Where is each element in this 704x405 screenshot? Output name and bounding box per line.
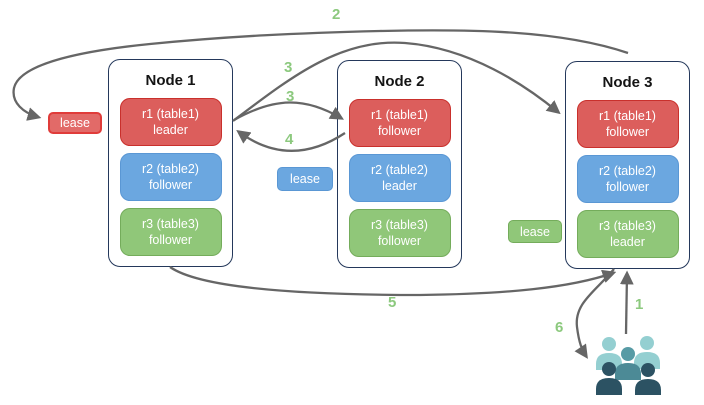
- node-2-replica-r1: r1 (table1) follower: [348, 99, 451, 147]
- replica-name: r1 (table1): [142, 106, 199, 121]
- users-group-icon: [596, 336, 661, 395]
- node-1-title: Node 1: [145, 72, 196, 89]
- replica-name: r3 (table3): [142, 216, 199, 231]
- replica-role: follower: [377, 124, 422, 138]
- step-label-1: 1: [635, 296, 644, 313]
- replica-name: r1 (table1): [599, 108, 656, 123]
- node-2-title: Node 2: [374, 73, 425, 90]
- node-2-replica-r3: r3 (table3) follower: [348, 209, 451, 257]
- step-label-3-lower: 3: [286, 88, 295, 105]
- node-2-replica-r2: r2 (table2) leader: [348, 154, 451, 202]
- arrow-step2-node3-to-lease: [12, 29, 629, 121]
- node-1-replica-r3: r3 (table3) follower: [119, 208, 222, 256]
- replica-role: follower: [605, 180, 650, 194]
- lease-badge-table2: lease: [277, 167, 333, 191]
- step-label-5: 5: [388, 294, 397, 311]
- replica-role: follower: [605, 125, 650, 139]
- replica-role: follower: [148, 178, 193, 192]
- replica-name: r3 (table3): [599, 218, 656, 233]
- step-label-3-upper: 3: [284, 59, 293, 76]
- arrow-step3-leader-to-node2: [233, 101, 344, 122]
- replica-role: leader: [382, 179, 417, 193]
- node-3-replica-r1: r1 (table1) follower: [576, 100, 679, 148]
- node-3-replica-r3: r3 (table3) leader: [576, 210, 679, 258]
- replica-role: follower: [148, 233, 193, 247]
- step-label-2: 2: [332, 6, 341, 23]
- node-2: Node 2 r1 (table1) follower r2 (table2) …: [337, 60, 462, 268]
- replica-role: leader: [610, 235, 645, 249]
- step-label-4: 4: [285, 131, 294, 148]
- person-middle: [615, 347, 641, 380]
- replica-role: leader: [153, 123, 188, 137]
- arrow-step1-clients-to-node3: [619, 270, 634, 335]
- replica-name: r2 (table2): [371, 162, 428, 177]
- replica-role: follower: [377, 234, 422, 248]
- node-1-replica-r2: r2 (table2) follower: [119, 153, 222, 201]
- replica-name: r2 (table2): [599, 163, 656, 178]
- lease-badge-table1: lease: [48, 112, 102, 134]
- step-label-6: 6: [555, 319, 564, 336]
- replica-name: r3 (table3): [371, 217, 428, 232]
- replica-name: r1 (table1): [371, 107, 428, 122]
- replica-name: r2 (table2): [142, 161, 199, 176]
- lease-badge-table3: lease: [508, 220, 562, 243]
- node-3-title: Node 3: [602, 74, 653, 91]
- node-1: Node 1 r1 (table1) leader r2 (table2) fo…: [108, 59, 233, 267]
- arrow-step5-node1-to-node3: [169, 266, 617, 297]
- node-3: Node 3 r1 (table1) follower r2 (table2) …: [565, 61, 690, 269]
- node-1-replica-r1: r1 (table1) leader: [119, 98, 222, 146]
- node-3-replica-r2: r2 (table2) follower: [576, 155, 679, 203]
